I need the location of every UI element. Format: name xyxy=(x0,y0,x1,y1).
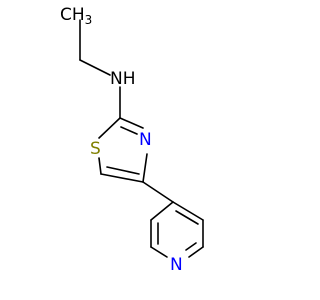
methyl-label: CH3 xyxy=(60,5,92,27)
thiazole-nitrogen-label: N xyxy=(139,130,152,150)
bond-c4-n3 xyxy=(142,153,148,183)
bond-py-inner-1 xyxy=(175,210,199,225)
pyridine-nitrogen-label: N xyxy=(170,255,183,275)
bond-c5-c4 xyxy=(100,173,144,183)
molecule-canvas: CH3 NH S N N xyxy=(60,5,204,275)
amine-label: NH xyxy=(110,69,136,89)
bond-py-n-c6 xyxy=(150,246,168,258)
bond-c4-pyridine xyxy=(142,181,174,203)
bond-py-c5-c4 xyxy=(150,201,174,221)
bond-c2-s xyxy=(98,117,121,139)
bond-py-c2-n xyxy=(188,246,204,258)
bond-c5-c4-inner xyxy=(106,166,140,175)
bond-ch2-nh xyxy=(79,59,111,76)
sulfur-label: S xyxy=(90,139,101,159)
bond-s-c5 xyxy=(98,157,102,175)
bond-py-c4-c3 xyxy=(172,201,204,221)
bond-py-inner-3 xyxy=(185,242,197,251)
bond-n3-c2 xyxy=(119,117,144,129)
structure-diagram: CH3 NH S N N xyxy=(60,5,204,275)
bond-n3-c2-inner xyxy=(120,126,138,135)
